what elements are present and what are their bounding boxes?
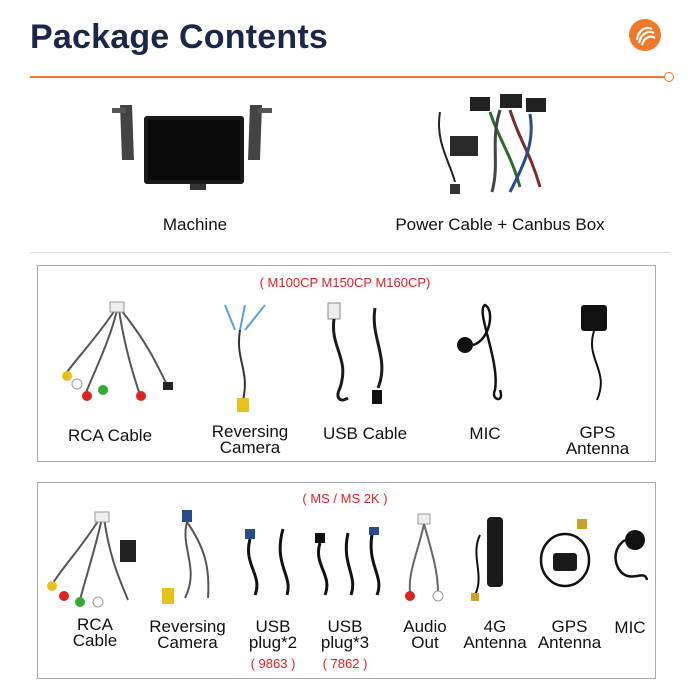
section2-item-usb2-label: USB plug*2 xyxy=(248,617,298,652)
mic-ms-image xyxy=(614,530,649,581)
section1-item-rca-label: RCA Cable xyxy=(67,426,153,445)
reversing-camera-image xyxy=(224,304,266,412)
section-ms-subtitle: ( MS / MS 2K ) xyxy=(302,491,388,506)
mic-image xyxy=(457,303,503,401)
section2-item-usb3-note: ( 7862 ) xyxy=(322,656,368,671)
machine-image xyxy=(112,105,272,190)
usb-plug-3-image xyxy=(315,527,381,596)
section2-item-camera-label: Reversing Camera xyxy=(149,617,226,652)
section1-item-usb-label: USB Cable xyxy=(322,424,408,443)
section1-item-camera-label: Reversing Camera xyxy=(211,422,289,457)
rca-cable-image xyxy=(62,301,173,401)
audio-out-image xyxy=(405,513,444,602)
section2-item-4g-label: 4G Antenna xyxy=(463,617,527,652)
4g-antenna-image xyxy=(471,517,503,601)
power-cable-label: Power Cable + Canbus Box xyxy=(395,215,605,234)
section2-item-gps-label: GPS Antenna xyxy=(537,617,602,652)
section-m100cp-subtitle: ( M100CP M150CP M160CP) xyxy=(259,275,431,290)
section1-item-mic-label: MIC xyxy=(469,424,501,443)
section2-item-usb3-label: USB plug*3 xyxy=(320,617,370,652)
gps-antenna-image xyxy=(581,305,607,401)
rca-cable-ms-image xyxy=(47,511,136,608)
power-cable-image xyxy=(438,94,546,194)
section1-item-gps-label: GPS Antenna xyxy=(565,423,630,458)
machine-label: Machine xyxy=(162,215,228,234)
section2-item-rca-label: RCA Cable xyxy=(72,615,118,650)
section2-item-usb2-note: ( 9863 ) xyxy=(250,656,296,671)
section2-item-mic-label: MIC xyxy=(614,618,646,637)
reversing-camera-ms-image xyxy=(162,510,210,604)
usb-cable-image xyxy=(327,302,384,404)
usb-plug-2-image xyxy=(245,528,290,596)
header-divider xyxy=(30,76,664,78)
section2-item-audio-label: Audio Out xyxy=(403,617,447,652)
section-ms-box xyxy=(37,482,656,679)
page-title: Package Contents xyxy=(30,18,328,56)
gps-antenna-ms-image xyxy=(539,519,591,588)
section-m100cp-box xyxy=(37,265,656,462)
header-divider-end xyxy=(664,72,674,82)
section-separator xyxy=(30,252,670,253)
brand-logo-icon xyxy=(629,19,661,51)
